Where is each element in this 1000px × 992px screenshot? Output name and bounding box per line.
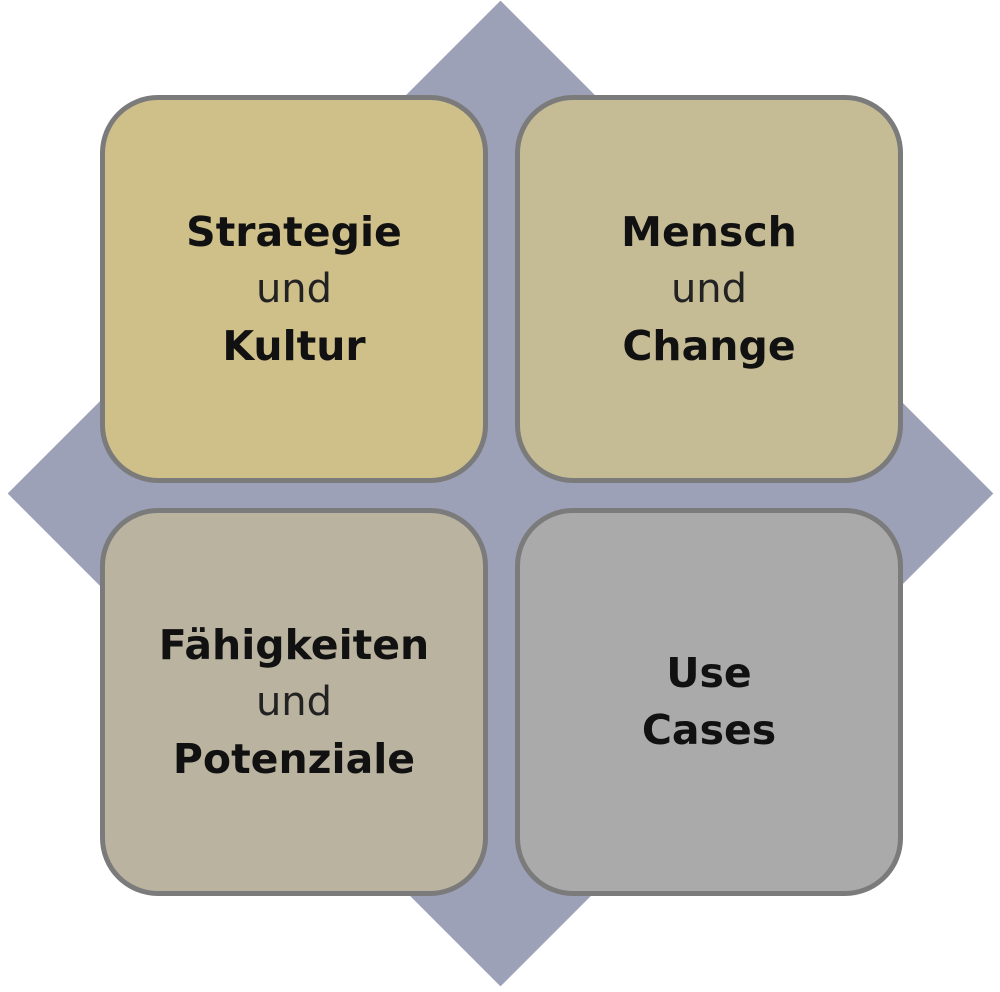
quadrant-subtitle: Cases bbox=[641, 706, 777, 754]
quadrant-connector: und bbox=[255, 265, 333, 312]
quadrant-faehigkeiten-potenziale: Fähigkeiten und Potenziale bbox=[100, 508, 488, 896]
quadrant-title: Strategie bbox=[186, 207, 402, 256]
quadrant-strategie-kultur: Strategie und Kultur bbox=[100, 95, 488, 483]
quadrant-subtitle: Kultur bbox=[222, 321, 366, 370]
quadrant-title: Use bbox=[666, 649, 752, 697]
quadrant-use-cases: Use Cases bbox=[515, 508, 903, 896]
quadrant-mensch-change: Mensch und Change bbox=[515, 95, 903, 483]
quadrant-subtitle: Potenziale bbox=[172, 734, 416, 783]
quadrant-connector: und bbox=[670, 265, 748, 312]
quadrant-title: Fähigkeiten bbox=[158, 620, 430, 669]
quadrant-title: Mensch bbox=[621, 207, 797, 256]
quadrant-connector: und bbox=[255, 678, 333, 725]
quadrant-subtitle: Change bbox=[622, 321, 796, 370]
